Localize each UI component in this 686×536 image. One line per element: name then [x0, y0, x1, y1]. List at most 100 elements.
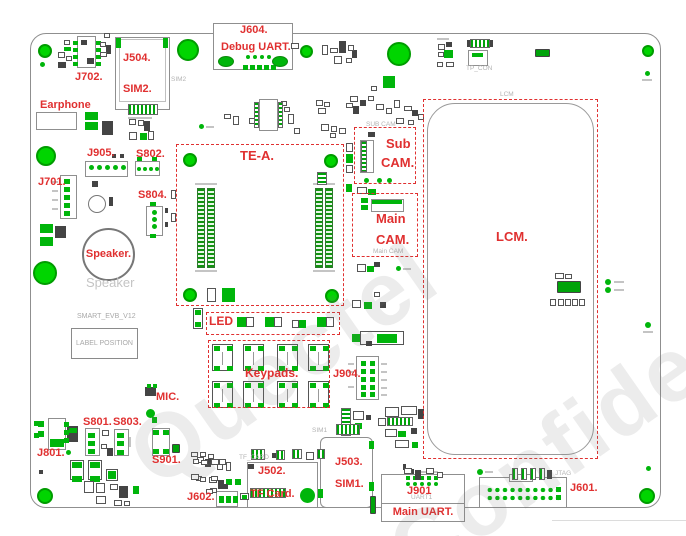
pin-strip [317, 449, 325, 459]
smd-component-dark [415, 470, 421, 480]
sim2-silk-text: SIM2 [171, 76, 187, 83]
smd-component [219, 459, 226, 465]
round-pad [246, 55, 250, 59]
smd-component [306, 452, 314, 460]
smd-component [193, 308, 203, 329]
smd-component-dark [272, 453, 276, 458]
smd-component [438, 44, 445, 50]
pin-strip [128, 104, 158, 115]
sub-cam-label-2: CAM. [381, 155, 415, 170]
silkscreen-mark [381, 363, 387, 365]
round-pad [477, 469, 483, 475]
smd-component [96, 496, 106, 504]
silkscreen-mark [195, 270, 217, 272]
pin-strip [254, 102, 259, 128]
solder-pad [64, 430, 69, 435]
keypads-label: Keypads. [245, 366, 299, 380]
keypad-contact-mark [318, 389, 321, 402]
smd-component [446, 62, 454, 67]
keypad-contact-mark [287, 352, 290, 365]
silkscreen-mark [348, 386, 354, 388]
keypad-pad [227, 383, 233, 388]
silkscreen-mark [381, 379, 387, 381]
round-pad [260, 55, 264, 59]
keypad-button [308, 381, 329, 408]
smd-component-dark [368, 132, 375, 137]
smd-component [200, 452, 206, 457]
solder-pad [444, 50, 453, 58]
smd-component [84, 481, 94, 493]
solder-pad [34, 421, 39, 426]
keypad-button [277, 381, 298, 408]
smd-component-dark [106, 45, 111, 54]
solder-pad [369, 441, 374, 449]
solder-pad [72, 462, 82, 468]
smd-component [334, 56, 342, 64]
solder-pad [257, 65, 262, 70]
round-pad [434, 482, 438, 486]
silkscreen-mark [643, 331, 653, 333]
solder-pad [242, 495, 247, 499]
lcm-silk-text: LCM [500, 91, 514, 98]
led-region [206, 312, 340, 335]
sim1-card-holder [320, 437, 373, 508]
smd-component-dark [339, 41, 346, 53]
solder-pad [88, 441, 95, 446]
smd-component [246, 317, 254, 327]
pin-strip [336, 424, 360, 435]
solder-pad [163, 449, 169, 454]
pin-strip [292, 449, 302, 459]
solder-pad [40, 237, 53, 246]
round-pad [253, 55, 257, 59]
keypad-button [243, 344, 264, 371]
led-label: LED [209, 314, 233, 328]
smd-component-dark [144, 121, 150, 131]
lcm-region [423, 99, 598, 459]
smd-component [401, 406, 417, 415]
solder-pad [163, 38, 168, 48]
solder-pad [370, 369, 375, 374]
smd-component-dark [446, 42, 452, 47]
solder-pad [434, 476, 438, 480]
board-to-board-connector [197, 188, 205, 268]
pin-strip [341, 408, 351, 436]
round-pad [40, 62, 45, 67]
smd-component-dark [366, 341, 372, 346]
round-pad [605, 287, 611, 293]
te-a-label: TE-A. [240, 148, 274, 163]
smd-component [346, 58, 352, 63]
keypad-pad [245, 383, 251, 388]
keypad-pad [323, 383, 329, 388]
solder-pad [34, 433, 39, 438]
smd-component-dark [411, 428, 417, 434]
main-cam-region [352, 193, 418, 257]
keypad-pad [214, 383, 220, 388]
round-pad [377, 178, 382, 183]
silkscreen-mark [52, 199, 58, 201]
smd-component-dark [165, 208, 168, 213]
silkscreen-mark [381, 394, 387, 396]
round-pad [413, 482, 417, 486]
solder-pad [361, 369, 366, 374]
keypad-pad [214, 403, 220, 408]
solder-pad [50, 439, 64, 447]
solder-pad [117, 441, 124, 446]
smd-component [352, 300, 361, 308]
round-pad [406, 482, 410, 486]
keypad-pad [323, 366, 329, 371]
solder-pad [233, 496, 238, 503]
silkscreen-mark [614, 281, 624, 283]
s901-label: S901. [152, 454, 181, 466]
smd-component [148, 131, 154, 140]
keypad-button [212, 344, 233, 371]
smd-component [555, 273, 564, 279]
silkscreen-mark [642, 79, 652, 81]
smd-component-dark [119, 486, 128, 498]
smd-component-dark [55, 226, 66, 238]
keypad-contact-mark [222, 352, 225, 365]
smd-component [191, 452, 198, 457]
solder-pad [361, 385, 366, 390]
smd-component [558, 299, 564, 306]
smd-component [206, 489, 213, 494]
silkscreen-mark [195, 183, 217, 185]
